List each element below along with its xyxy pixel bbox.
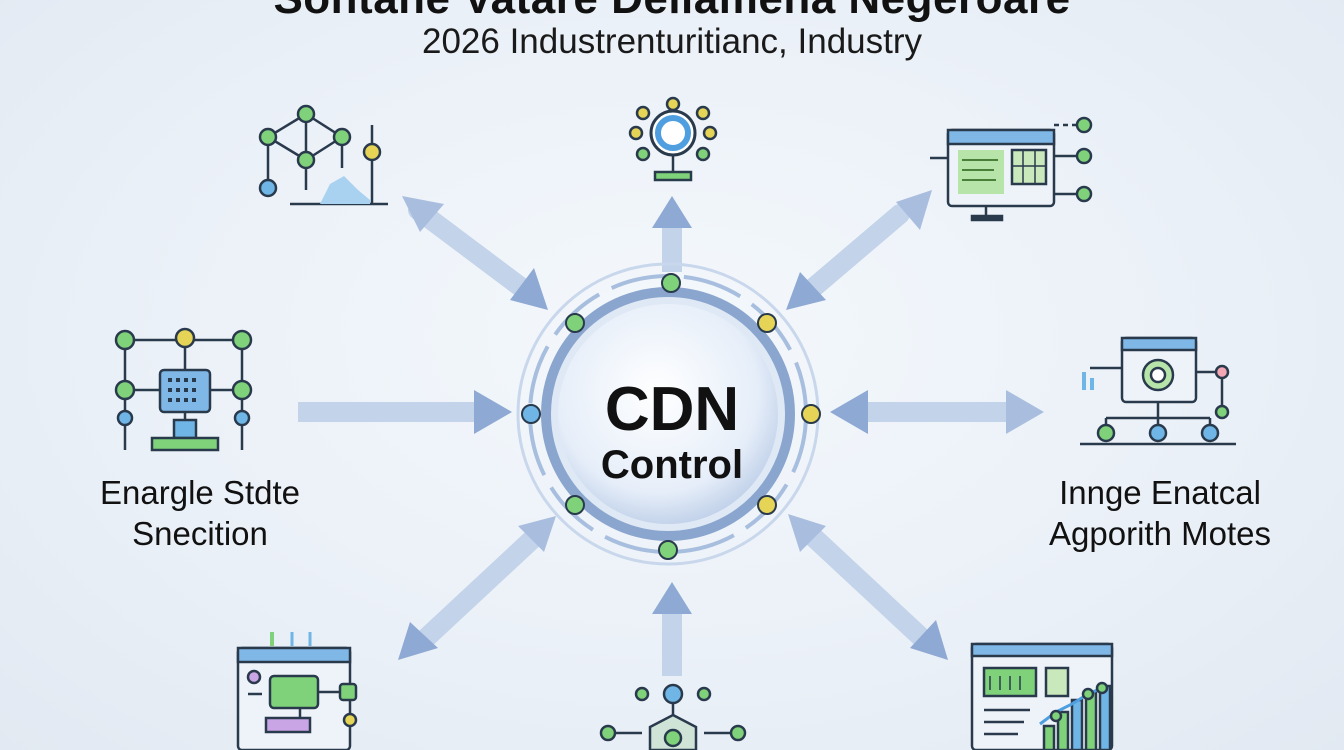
hub-node-bottom-right — [757, 495, 777, 515]
hub-node-left — [521, 404, 541, 424]
left-label: Enargle Stdte Snecition — [60, 472, 340, 554]
hub-node-bottom-left — [565, 495, 585, 515]
arrow-bottom-left — [398, 516, 556, 660]
arrow-top-right — [786, 190, 932, 310]
diagram-title: Sontane Vatare Deliamena Negeroare — [0, 0, 1344, 24]
arrow-bottom-right — [788, 514, 948, 660]
hub-node-right — [801, 404, 821, 424]
right-label-line1: Innge Enatcal — [1059, 474, 1261, 511]
hub-node-bottom — [658, 540, 678, 560]
arrow-top — [652, 196, 692, 272]
right-label-line2: Agporith Motes — [1049, 515, 1271, 552]
dashboard-monitor-icon — [930, 116, 1093, 222]
hub-node-top — [661, 273, 681, 293]
hub-subtitle: Control — [601, 443, 743, 487]
browser-flow-icon — [236, 632, 358, 750]
network-chart-icon — [258, 104, 388, 206]
left-label-line1: Enargle Stdte — [100, 474, 300, 511]
right-label: Innge Enatcal Agporith Motes — [1010, 472, 1310, 554]
analytics-chart-icon — [970, 642, 1114, 750]
hub-node-top-left — [565, 313, 585, 333]
algorithm-window-icon — [1080, 336, 1236, 446]
hub: CDN Control — [516, 262, 821, 566]
hub-node-top-right — [757, 313, 777, 333]
hexagon-node-icon — [599, 683, 747, 750]
arrow-top-left — [402, 196, 548, 310]
arrow-left — [298, 390, 512, 434]
arrow-right — [830, 390, 1044, 434]
arrow-bottom — [652, 582, 692, 676]
arrows — [298, 190, 1044, 676]
hub-title: CDN — [605, 375, 739, 444]
left-label-line2: Snecition — [132, 515, 268, 552]
network-chip-icon — [114, 327, 253, 452]
diagram-subtitle: 2026 Industrenturitianc, Industry — [421, 22, 922, 61]
gear-node-icon — [628, 96, 718, 182]
